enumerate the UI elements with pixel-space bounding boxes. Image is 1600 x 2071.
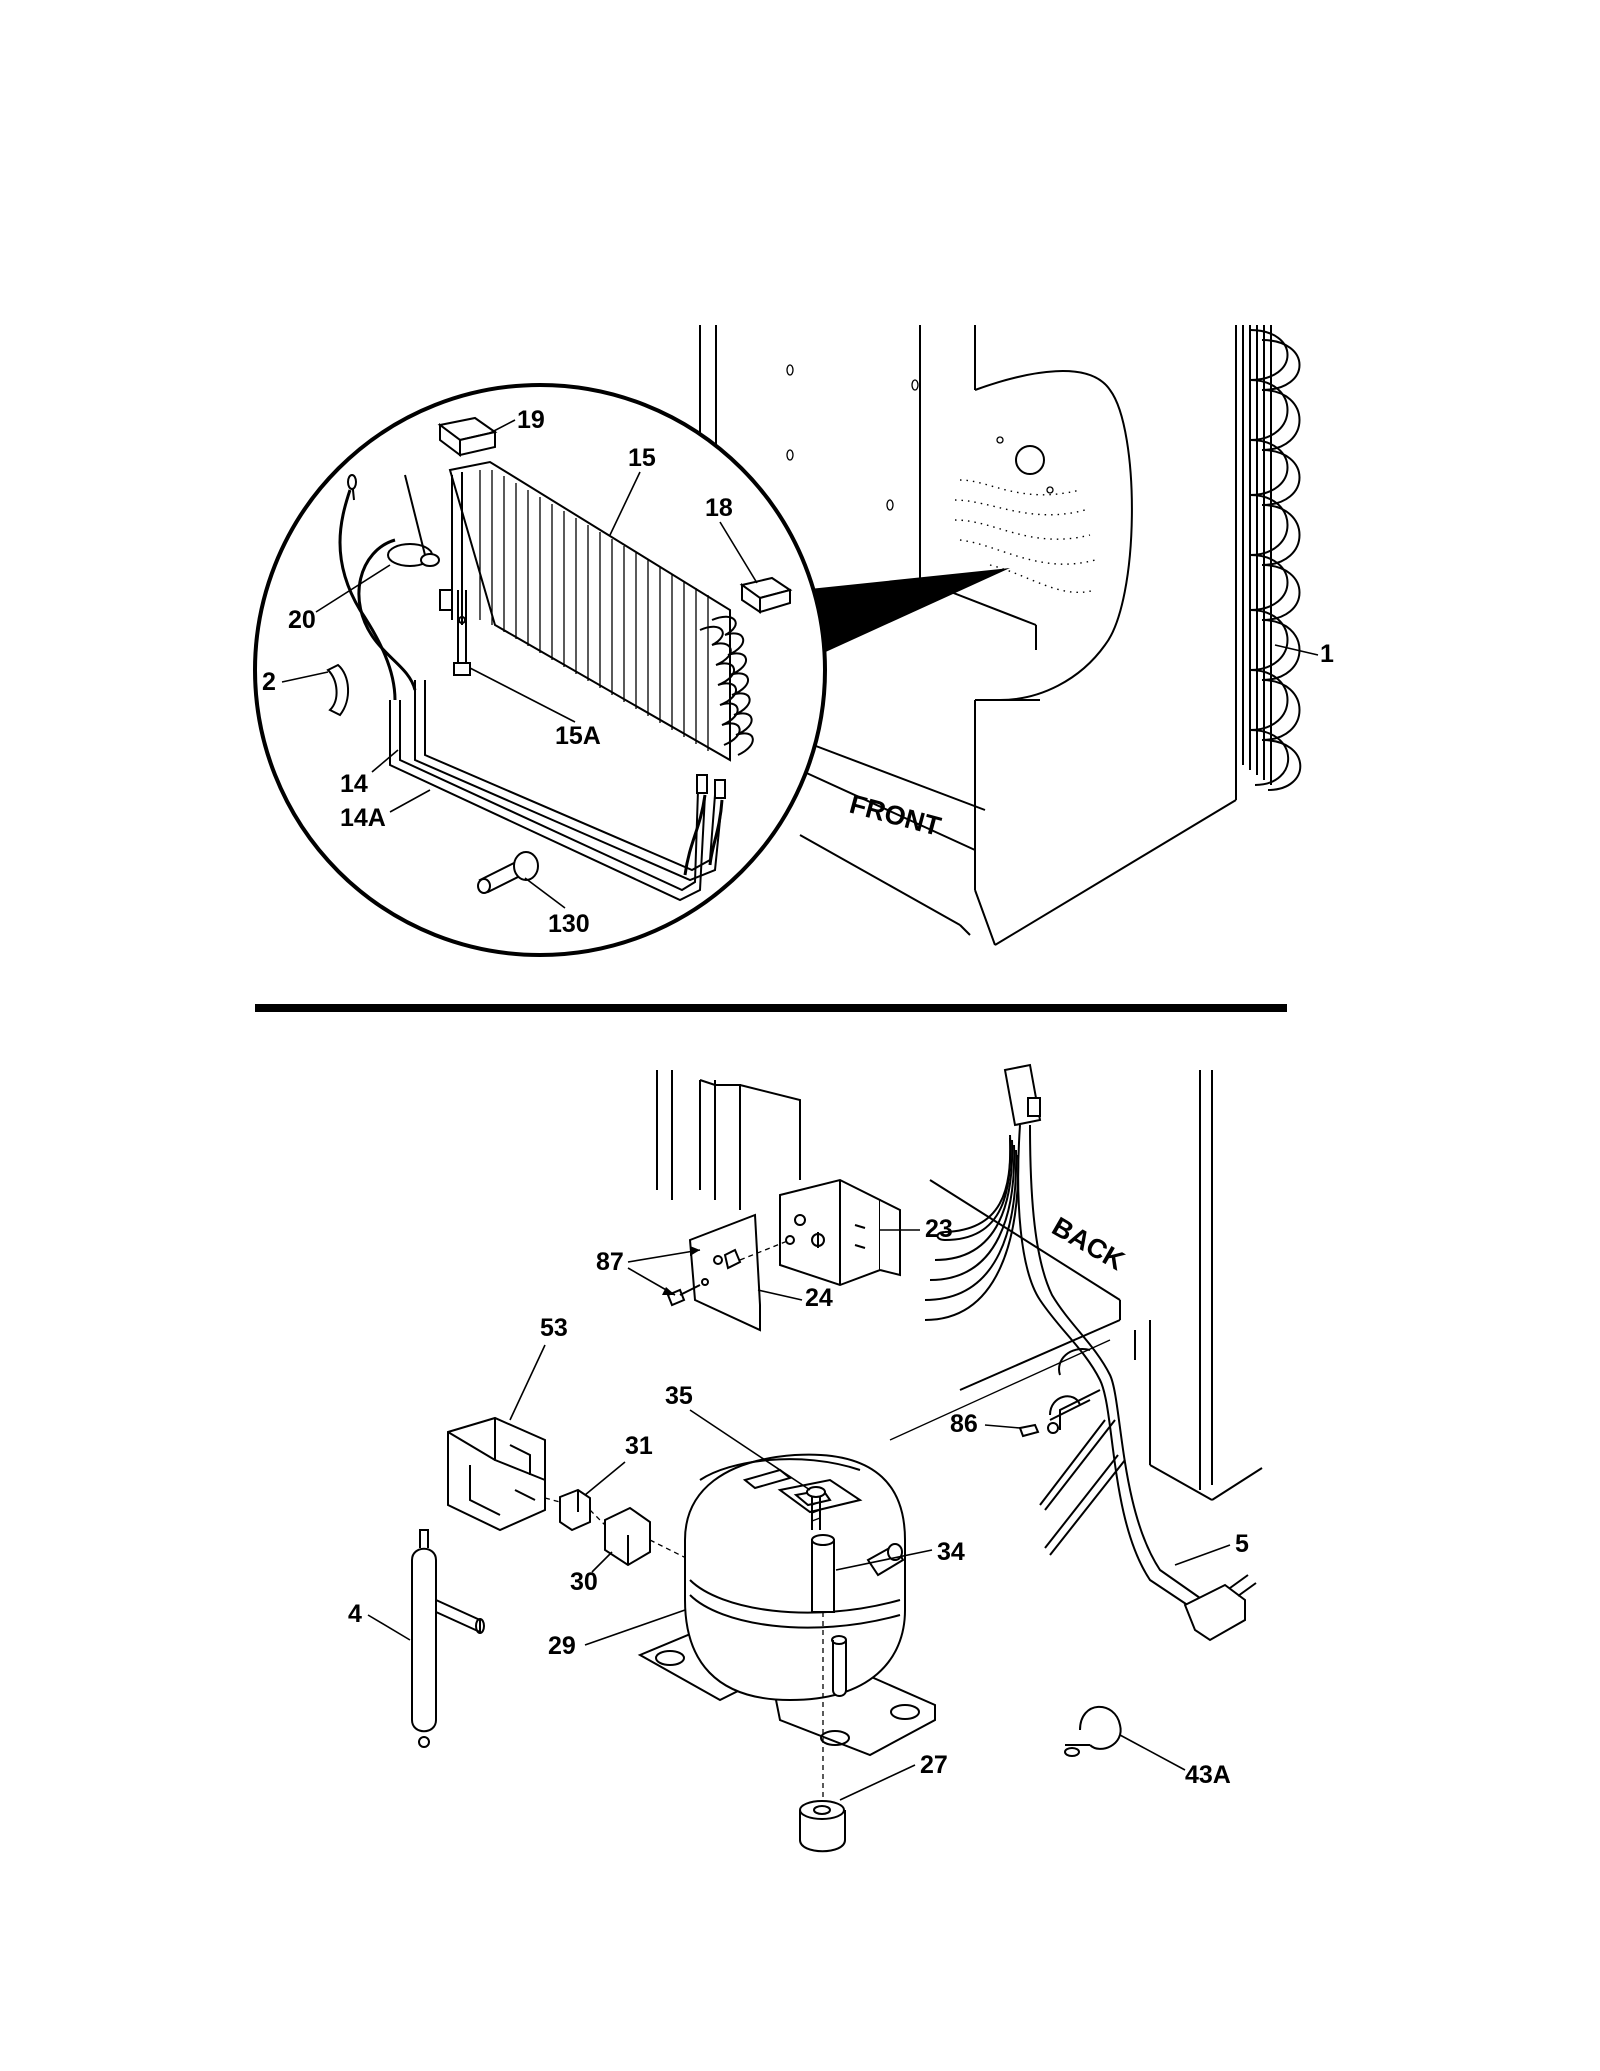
part-18-block (739, 576, 793, 614)
callout-14A: 14A (340, 804, 386, 832)
callout-20: 20 (288, 606, 316, 634)
detail-projection (800, 568, 1010, 660)
defrost-thermostat (338, 474, 440, 701)
callout-15: 15 (628, 444, 656, 472)
callout-24: 24 (805, 1284, 833, 1312)
filter-drier (411, 1529, 485, 1748)
cord-clamp (1064, 1705, 1122, 1757)
callout-15A: 15A (555, 722, 601, 750)
back-label: BACK (1047, 1211, 1130, 1276)
defrost-heater (389, 680, 726, 902)
callout-87: 87 (596, 1248, 624, 1276)
condenser-coil (1242, 325, 1302, 791)
mounting-bolt (806, 1486, 826, 1530)
top-callouts: 19 15 18 20 2 15A 14 14A 130 1 (262, 406, 1334, 938)
cabinet-lower-rear (656, 1070, 1263, 1501)
start-relay (589, 1506, 691, 1567)
clip-part-2 (326, 663, 349, 717)
callout-1: 1 (1320, 640, 1334, 668)
callout-34: 34 (937, 1538, 965, 1566)
ground-screw (1018, 1395, 1081, 1438)
callout-5: 5 (1235, 1530, 1249, 1558)
overload-protector (544, 1488, 591, 1532)
callout-2: 2 (262, 668, 276, 696)
callout-4: 4 (348, 1600, 362, 1628)
callout-27: 27 (920, 1751, 948, 1779)
compressor (637, 1453, 936, 1757)
bottom-callouts: 23 87 24 53 35 86 31 34 5 4 30 29 27 43A (348, 1215, 1249, 1801)
callout-31: 31 (625, 1432, 653, 1460)
callout-43A: 43A (1185, 1761, 1231, 1789)
section-divider (255, 1004, 1287, 1012)
callout-35: 35 (665, 1382, 693, 1410)
part-130-pin (477, 851, 539, 894)
evaporator (448, 460, 754, 762)
timer-bracket (666, 1213, 791, 1332)
detail-circle (253, 383, 827, 957)
callout-19: 19 (517, 406, 545, 434)
part-19-block (437, 416, 498, 457)
power-cord-and-harness (924, 1063, 1257, 1642)
relay-cover (447, 1416, 546, 1532)
callout-14: 14 (340, 770, 368, 798)
callout-29: 29 (548, 1632, 576, 1660)
callout-86: 86 (950, 1410, 978, 1438)
heater-bracket (439, 589, 471, 676)
callout-30: 30 (570, 1568, 598, 1596)
grommet-sleeve (811, 1534, 835, 1800)
callout-18: 18 (705, 494, 733, 522)
rubber-grommet (799, 1800, 846, 1853)
callout-23: 23 (925, 1215, 953, 1243)
callout-53: 53 (540, 1314, 568, 1342)
callout-130: 130 (548, 910, 590, 938)
front-label: FRONT (846, 789, 944, 842)
defrost-timer (779, 1178, 901, 1287)
